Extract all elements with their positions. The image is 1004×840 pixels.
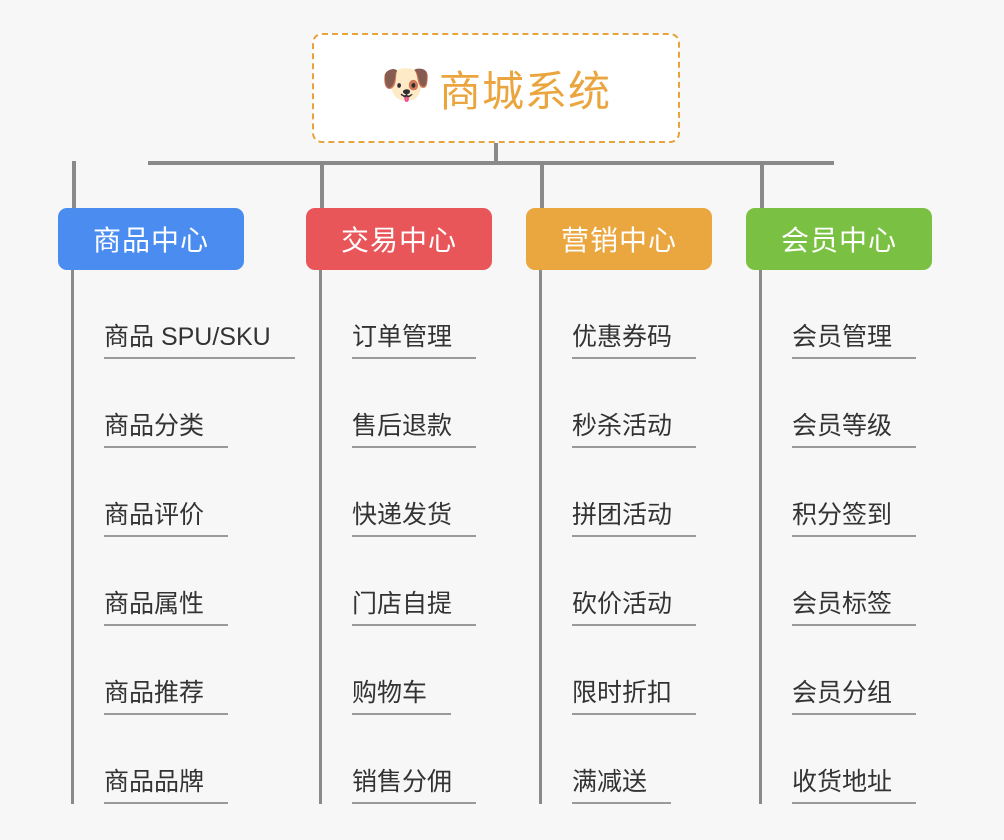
- leaf-list-member-center: 会员管理会员等级积分签到会员标签会员分组收货地址: [759, 270, 932, 804]
- leaf-item[interactable]: 销售分佣: [322, 715, 492, 804]
- connector-drop-marketing-center: [540, 161, 544, 208]
- leaf-item-label: 商品分类: [104, 412, 229, 448]
- branch-marketing-center: 营销中心优惠券码秒杀活动拼团活动砍价活动限时折扣满减送: [526, 208, 712, 804]
- leaf-item[interactable]: 商品品牌: [74, 715, 244, 804]
- branch-member-center: 会员中心会员管理会员等级积分签到会员标签会员分组收货地址: [746, 208, 932, 804]
- leaf-item-label: 商品属性: [104, 590, 229, 626]
- leaf-item-label: 快递发货: [352, 501, 477, 537]
- connector-drop-product-center: [72, 161, 76, 208]
- leaf-item[interactable]: 购物车: [322, 626, 492, 715]
- leaf-item-label: 会员标签: [792, 590, 917, 626]
- root-node-title: 商城系统: [438, 67, 611, 115]
- connector-drop-trade-center: [320, 161, 324, 208]
- leaf-item[interactable]: 订单管理: [322, 270, 492, 359]
- leaf-item-label: 购物车: [352, 679, 452, 715]
- leaf-item[interactable]: 商品 SPU/SKU: [74, 270, 295, 359]
- leaf-item-label: 订单管理: [352, 323, 477, 359]
- leaf-item[interactable]: 售后退款: [322, 359, 492, 448]
- leaf-item[interactable]: 满减送: [542, 715, 712, 804]
- branch-header-trade-center[interactable]: 交易中心: [306, 208, 492, 270]
- leaf-item[interactable]: 会员标签: [762, 537, 932, 626]
- leaf-item-label: 销售分佣: [352, 768, 477, 804]
- root-node-shop-system[interactable]: 🐶 商城系统: [312, 33, 680, 143]
- leaf-item-label: 拼团活动: [572, 501, 697, 537]
- leaf-item-label: 限时折扣: [572, 679, 697, 715]
- leaf-item[interactable]: 积分签到: [762, 448, 932, 537]
- branch-header-marketing-center[interactable]: 营销中心: [526, 208, 712, 270]
- leaf-item[interactable]: 拼团活动: [542, 448, 712, 537]
- leaf-item-label: 商品 SPU/SKU: [104, 323, 295, 359]
- leaf-item-label: 会员分组: [792, 679, 917, 715]
- connector-root-stem: [494, 143, 498, 164]
- leaf-item[interactable]: 优惠券码: [542, 270, 712, 359]
- leaf-item[interactable]: 快递发货: [322, 448, 492, 537]
- leaf-item[interactable]: 会员分组: [762, 626, 932, 715]
- leaf-item-label: 门店自提: [352, 590, 477, 626]
- leaf-item-label: 优惠券码: [572, 323, 697, 359]
- leaf-item-label: 会员管理: [792, 323, 917, 359]
- leaf-item-label: 会员等级: [792, 412, 917, 448]
- leaf-item[interactable]: 砍价活动: [542, 537, 712, 626]
- leaf-item-label: 秒杀活动: [572, 412, 697, 448]
- leaf-item-label: 商品评价: [104, 501, 229, 537]
- leaf-item[interactable]: 收货地址: [762, 715, 932, 804]
- leaf-item[interactable]: 商品分类: [74, 359, 244, 448]
- leaf-item-label: 砍价活动: [572, 590, 697, 626]
- connector-drop-member-center: [760, 161, 764, 208]
- leaf-item-label: 商品推荐: [104, 679, 229, 715]
- leaf-item[interactable]: 商品推荐: [74, 626, 244, 715]
- leaf-item[interactable]: 商品属性: [74, 537, 244, 626]
- leaf-list-marketing-center: 优惠券码秒杀活动拼团活动砍价活动限时折扣满减送: [539, 270, 712, 804]
- leaf-item-label: 积分签到: [792, 501, 917, 537]
- leaf-item[interactable]: 会员等级: [762, 359, 932, 448]
- leaf-list-trade-center: 订单管理售后退款快递发货门店自提购物车销售分佣: [319, 270, 492, 804]
- leaf-item-label: 收货地址: [792, 768, 917, 804]
- branch-header-product-center[interactable]: 商品中心: [58, 208, 244, 270]
- connector-horizontal-bus: [148, 161, 834, 165]
- leaf-list-product-center: 商品 SPU/SKU 商品分类商品评价商品属性商品推荐商品品牌: [71, 270, 295, 804]
- branch-trade-center: 交易中心订单管理售后退款快递发货门店自提购物车销售分佣: [306, 208, 492, 804]
- leaf-item-label: 售后退款: [352, 412, 477, 448]
- leaf-item[interactable]: 限时折扣: [542, 626, 712, 715]
- branch-product-center: 商品中心商品 SPU/SKU 商品分类商品评价商品属性商品推荐商品品牌: [58, 208, 295, 804]
- leaf-item-label: 满减送: [572, 768, 672, 804]
- leaf-item[interactable]: 门店自提: [322, 537, 492, 626]
- branch-header-member-center[interactable]: 会员中心: [746, 208, 932, 270]
- leaf-item-label: 商品品牌: [104, 768, 229, 804]
- leaf-item[interactable]: 商品评价: [74, 448, 244, 537]
- shiba-dog-face-icon: 🐶: [380, 63, 431, 107]
- leaf-item[interactable]: 秒杀活动: [542, 359, 712, 448]
- leaf-item[interactable]: 会员管理: [762, 270, 932, 359]
